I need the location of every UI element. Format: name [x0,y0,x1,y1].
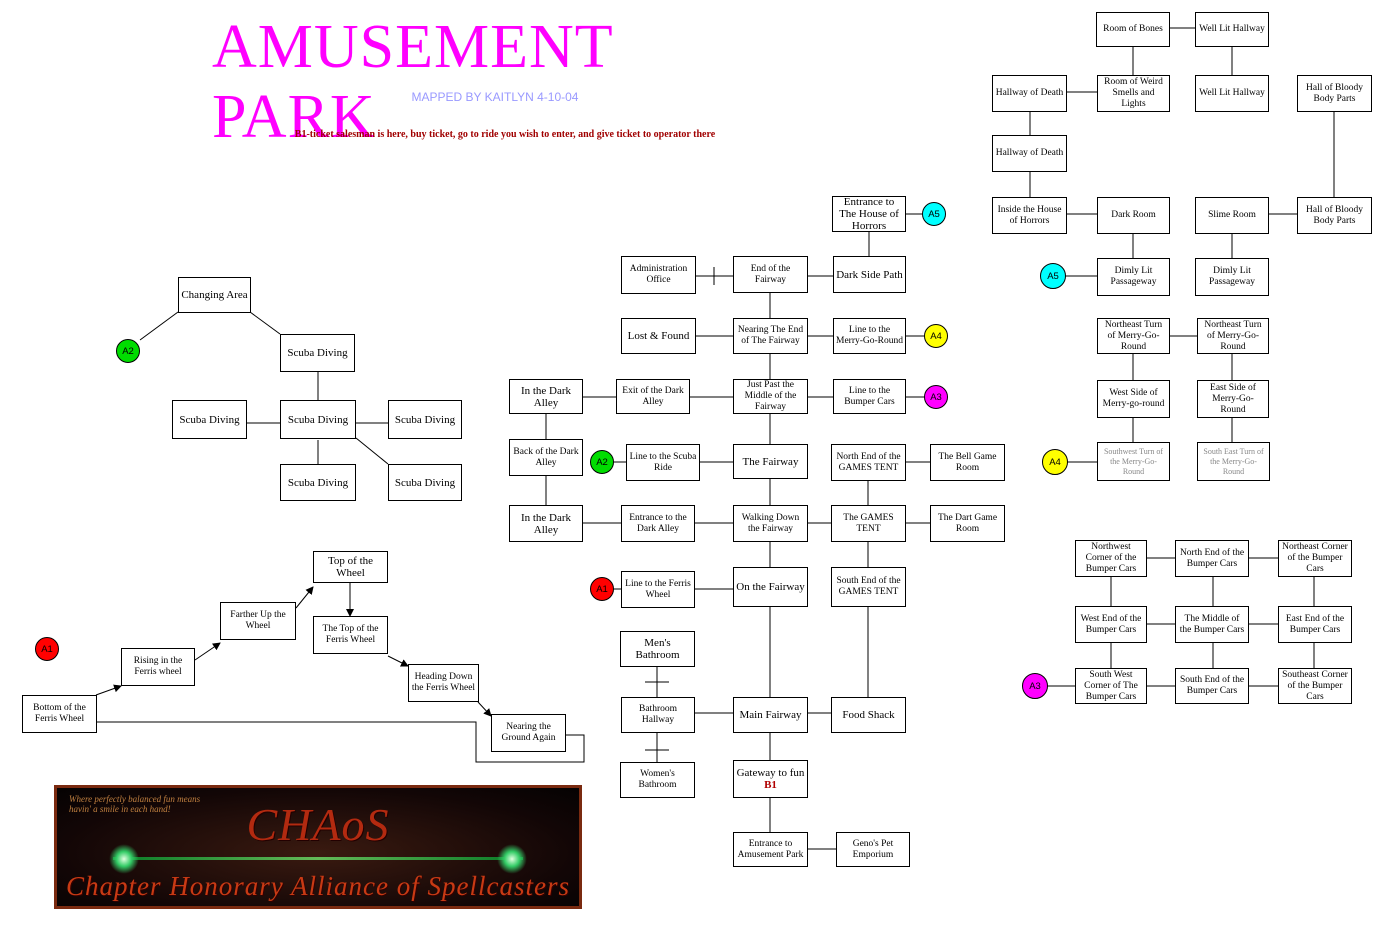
banner-glow-left [109,844,139,874]
room-mens-bathroom[interactable]: Men's Bathroom [620,631,695,667]
banner-glow-right [497,844,527,874]
room-scuba-diving[interactable]: Scuba Diving [280,334,355,372]
waypoint-marker-a3[interactable]: A3 [1022,673,1048,699]
room-west-side-merry-go-round[interactable]: West Side of Merry-go-round [1097,380,1170,418]
room-nw-corner-bumper-cars[interactable]: Northwest Corner of the Bumper Cars [1075,540,1147,577]
room-line-bumper-cars[interactable]: Line to the Bumper Cars [833,379,906,414]
banner-motto: Where perfectly balanced fun means havin… [69,794,201,814]
room-games-tent[interactable]: The GAMES TENT [831,505,906,542]
room-se-corner-bumper-cars[interactable]: Southeast Corner of the Bumper Cars [1278,668,1352,704]
room-sw-turn-merry-go-round[interactable]: Southwest Turn of the Merry-Go-Round [1097,442,1170,481]
room-walking-down-fairway[interactable]: Walking Down the Fairway [733,505,808,542]
room-se-turn-merry-go-round[interactable]: South East Turn of the Merry-Go-Round [1197,442,1270,481]
room-lost-and-found[interactable]: Lost & Found [621,318,696,354]
room-back-dark-alley[interactable]: Back of the Dark Alley [509,439,583,476]
room-room-of-bones[interactable]: Room of Bones [1096,12,1170,47]
room-exit-dark-alley[interactable]: Exit of the Dark Alley [616,379,690,414]
room-genos-pet-emporium[interactable]: Geno's Pet Emporium [836,832,910,867]
banner-staff-decoration [113,857,523,860]
room-scuba-diving[interactable]: Scuba Diving [280,464,356,501]
room-south-end-bumper-cars[interactable]: South End of the Bumper Cars [1175,668,1249,704]
room-north-games-tent[interactable]: North End of the GAMES TENT [831,444,906,481]
room-sw-corner-bumper-cars[interactable]: South West Corner of The Bumper Cars [1075,668,1147,704]
room-entrance-amusement-park[interactable]: Entrance to Amusement Park [733,832,808,867]
waypoint-marker-a1[interactable]: A1 [35,637,59,661]
room-farther-up-wheel[interactable]: Farther Up the Wheel [220,602,296,640]
room-womens-bathroom[interactable]: Women's Bathroom [620,762,695,798]
room-top-of-wheel[interactable]: Top of the Wheel [313,551,388,583]
room-west-end-bumper-cars[interactable]: West End of the Bumper Cars [1075,606,1147,643]
room-dark-room[interactable]: Dark Room [1097,197,1170,234]
room-ne-turn-merry-go-round[interactable]: Northeast Turn of Merry-Go-Round [1197,318,1269,354]
waypoint-marker-a4[interactable]: A4 [1042,449,1068,475]
room-dark-alley[interactable]: In the Dark Alley [509,379,583,414]
room-end-of-fairway[interactable]: End of the Fairway [733,256,808,293]
room-food-shack[interactable]: Food Shack [831,697,906,733]
room-scuba-diving[interactable]: Scuba Diving [388,464,462,501]
room-gateway-to-fun[interactable]: Gateway to fun B1 [733,760,808,798]
room-nearing-ground[interactable]: Nearing the Ground Again [491,714,566,752]
room-east-end-bumper-cars[interactable]: East End of the Bumper Cars [1278,606,1352,643]
room-bottom-ferris-wheel[interactable]: Bottom of the Ferris Wheel [22,695,97,733]
room-well-lit-hallway[interactable]: Well Lit Hallway [1195,12,1269,47]
room-gateway-label: Gateway to fun [736,767,805,779]
banner-tagline: Chapter Honorary Alliance of Spellcaster… [66,871,570,901]
map-author-credit: MAPPED BY KAITLYN 4-10-04 [411,90,579,104]
room-rising-ferris-wheel[interactable]: Rising in the Ferris wheel [121,648,195,686]
room-north-end-bumper-cars[interactable]: North End of the Bumper Cars [1175,540,1249,577]
waypoint-marker-a3[interactable]: A3 [924,385,948,409]
room-middle-bumper-cars[interactable]: The Middle of the Bumper Cars [1175,606,1249,643]
room-dimly-lit-passageway[interactable]: Dimly Lit Passageway [1195,258,1269,296]
chaos-guild-banner: Where perfectly balanced fun means havin… [54,785,582,909]
room-the-fairway[interactable]: The Fairway [733,444,808,479]
room-top-ferris-wheel[interactable]: The Top of the Ferris Wheel [313,616,388,654]
room-weird-smells-lights[interactable]: Room of Weird Smells and Lights [1097,75,1170,112]
room-hallway-of-death[interactable]: Hallway of Death [992,135,1067,172]
room-bathroom-hallway[interactable]: Bathroom Hallway [621,697,695,733]
room-hall-bloody-body-parts[interactable]: Hall of Bloody Body Parts [1297,197,1372,234]
room-well-lit-hallway[interactable]: Well Lit Hallway [1195,75,1269,112]
room-on-the-fairway[interactable]: On the Fairway [733,567,808,607]
waypoint-marker-a2[interactable]: A2 [116,339,140,363]
room-gateway-code: B1 [764,779,777,791]
room-scuba-diving[interactable]: Scuba Diving [388,400,462,439]
ticket-note: B1-ticket salesman is here, buy ticket, … [294,129,716,140]
room-scuba-diving[interactable]: Scuba Diving [172,400,247,439]
room-slime-room[interactable]: Slime Room [1195,197,1269,234]
room-dark-side-path[interactable]: Dark Side Path [833,256,906,293]
room-hallway-of-death[interactable]: Hallway of Death [992,75,1067,112]
room-line-merry-go-round[interactable]: Line to the Merry-Go-Round [833,318,906,354]
room-dimly-lit-passageway[interactable]: Dimly Lit Passageway [1097,258,1170,296]
page-title: AMUSEMENT PARK [212,13,613,151]
room-dart-game[interactable]: The Dart Game Room [930,505,1005,542]
room-entrance-dark-alley[interactable]: Entrance to the Dark Alley [621,505,695,542]
waypoint-marker-a5[interactable]: A5 [1040,263,1066,289]
room-just-past-middle-fairway[interactable]: Just Past the Middle of the Fairway [733,379,808,414]
waypoint-marker-a1[interactable]: A1 [590,577,614,601]
room-administration-office[interactable]: Administration Office [621,256,696,294]
room-main-fairway[interactable]: Main Fairway [733,697,808,733]
banner-logo: CHAoS [246,799,390,850]
room-east-side-merry-go-round[interactable]: East Side of Merry-Go-Round [1197,380,1269,418]
room-inside-house-of-horrors[interactable]: Inside the House of Horrors [992,197,1067,234]
room-nearing-end-fairway[interactable]: Nearing The End of The Fairway [733,318,808,354]
room-scuba-diving[interactable]: Scuba Diving [280,400,356,439]
room-line-ferris-wheel[interactable]: Line to the Ferris Wheel [621,571,695,608]
room-heading-down-ferris[interactable]: Heading Down the Ferris Wheel [408,664,479,702]
room-hall-bloody-body-parts[interactable]: Hall of Bloody Body Parts [1297,75,1372,112]
room-south-games-tent[interactable]: South End of the GAMES TENT [831,567,906,607]
room-bell-game[interactable]: The Bell Game Room [930,444,1005,481]
room-ne-turn-merry-go-round[interactable]: Northeast Turn of Merry-Go-Round [1097,318,1170,354]
room-entrance-house-of-horrors[interactable]: Entrance to The House of Horrors [832,196,906,232]
waypoint-marker-a2[interactable]: A2 [590,450,614,474]
room-ne-corner-bumper-cars[interactable]: Northeast Corner of the Bumper Cars [1278,540,1352,577]
waypoint-marker-a4[interactable]: A4 [924,324,948,348]
waypoint-marker-a5[interactable]: A5 [922,202,946,226]
room-changing-area[interactable]: Changing Area [178,277,251,313]
room-dark-alley[interactable]: In the Dark Alley [509,505,583,542]
room-line-scuba-ride[interactable]: Line to the Scuba Ride [626,444,700,481]
